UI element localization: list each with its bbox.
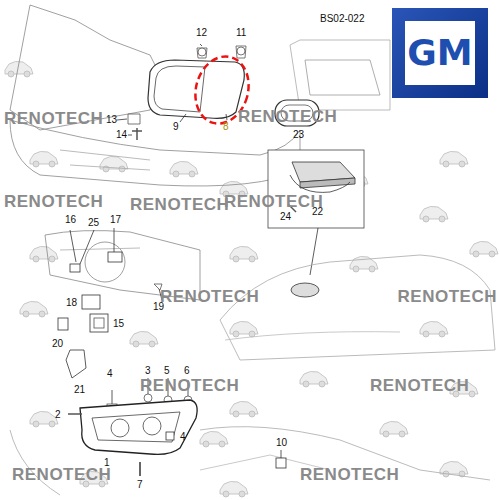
callout-number: 23 (293, 130, 304, 140)
callout-number: 6 (184, 366, 190, 376)
car-watermark (100, 156, 128, 172)
callout-number: 24 (280, 212, 291, 222)
callout-number: 7 (137, 480, 143, 490)
watermark: RENOTECH (4, 193, 103, 210)
car-watermark (220, 481, 248, 497)
car-watermark (30, 151, 58, 167)
callout-number: 3 (145, 366, 151, 376)
car-watermark (30, 246, 58, 262)
car-watermark (230, 401, 258, 417)
callout-number: 25 (88, 218, 99, 228)
callout-number: 2 (55, 410, 61, 420)
logo-panel: GM (405, 21, 475, 85)
callout-number: 10 (276, 438, 287, 448)
car-watermark (130, 331, 158, 347)
callout-number: 14 (116, 130, 127, 140)
callout-number: 16 (65, 215, 76, 225)
callout-number: 21 (74, 385, 85, 395)
callout-number: 12 (196, 28, 207, 38)
callout-number: 4 (107, 369, 113, 379)
car-watermark (420, 206, 448, 222)
diagram-code: BS02-022 (320, 14, 364, 24)
car-watermark (300, 371, 328, 387)
callout-number: 9 (173, 122, 179, 132)
car-watermark (470, 241, 498, 257)
watermark: RENOTECH (140, 377, 239, 394)
car-watermark (170, 161, 198, 177)
watermark: RENOTECH (238, 108, 337, 125)
watermark: RENOTECH (224, 193, 323, 210)
callout-number: 18 (66, 298, 77, 308)
watermark: RENOTECH (300, 466, 399, 483)
car-watermark (230, 246, 258, 262)
watermark: RENOTECH (160, 288, 259, 305)
car-watermark (440, 151, 468, 167)
callout-number: 13 (106, 115, 117, 125)
callout-number: 17 (110, 215, 121, 225)
callout-number: 15 (113, 319, 124, 329)
callout-number: 20 (52, 339, 63, 349)
watermark: RENOTECH (12, 466, 111, 483)
logo-box: GM (392, 8, 488, 98)
callout-number: 4 (180, 432, 186, 442)
car-watermark (230, 321, 258, 337)
watermark: RENOTECH (398, 288, 497, 305)
car-watermark (30, 411, 58, 427)
watermark: RENOTECH (130, 196, 229, 213)
car-watermark (20, 301, 48, 317)
watermark: RENOTECH (4, 110, 103, 127)
watermark: RENOTECH (370, 377, 469, 394)
car-watermark (420, 321, 448, 337)
car-watermark (200, 431, 228, 447)
callout-number: 11 (236, 28, 246, 38)
callout-number: 8 (223, 122, 229, 132)
callout-number: 5 (164, 366, 170, 376)
logo-text: GM (407, 35, 472, 71)
car-watermark (380, 421, 408, 437)
